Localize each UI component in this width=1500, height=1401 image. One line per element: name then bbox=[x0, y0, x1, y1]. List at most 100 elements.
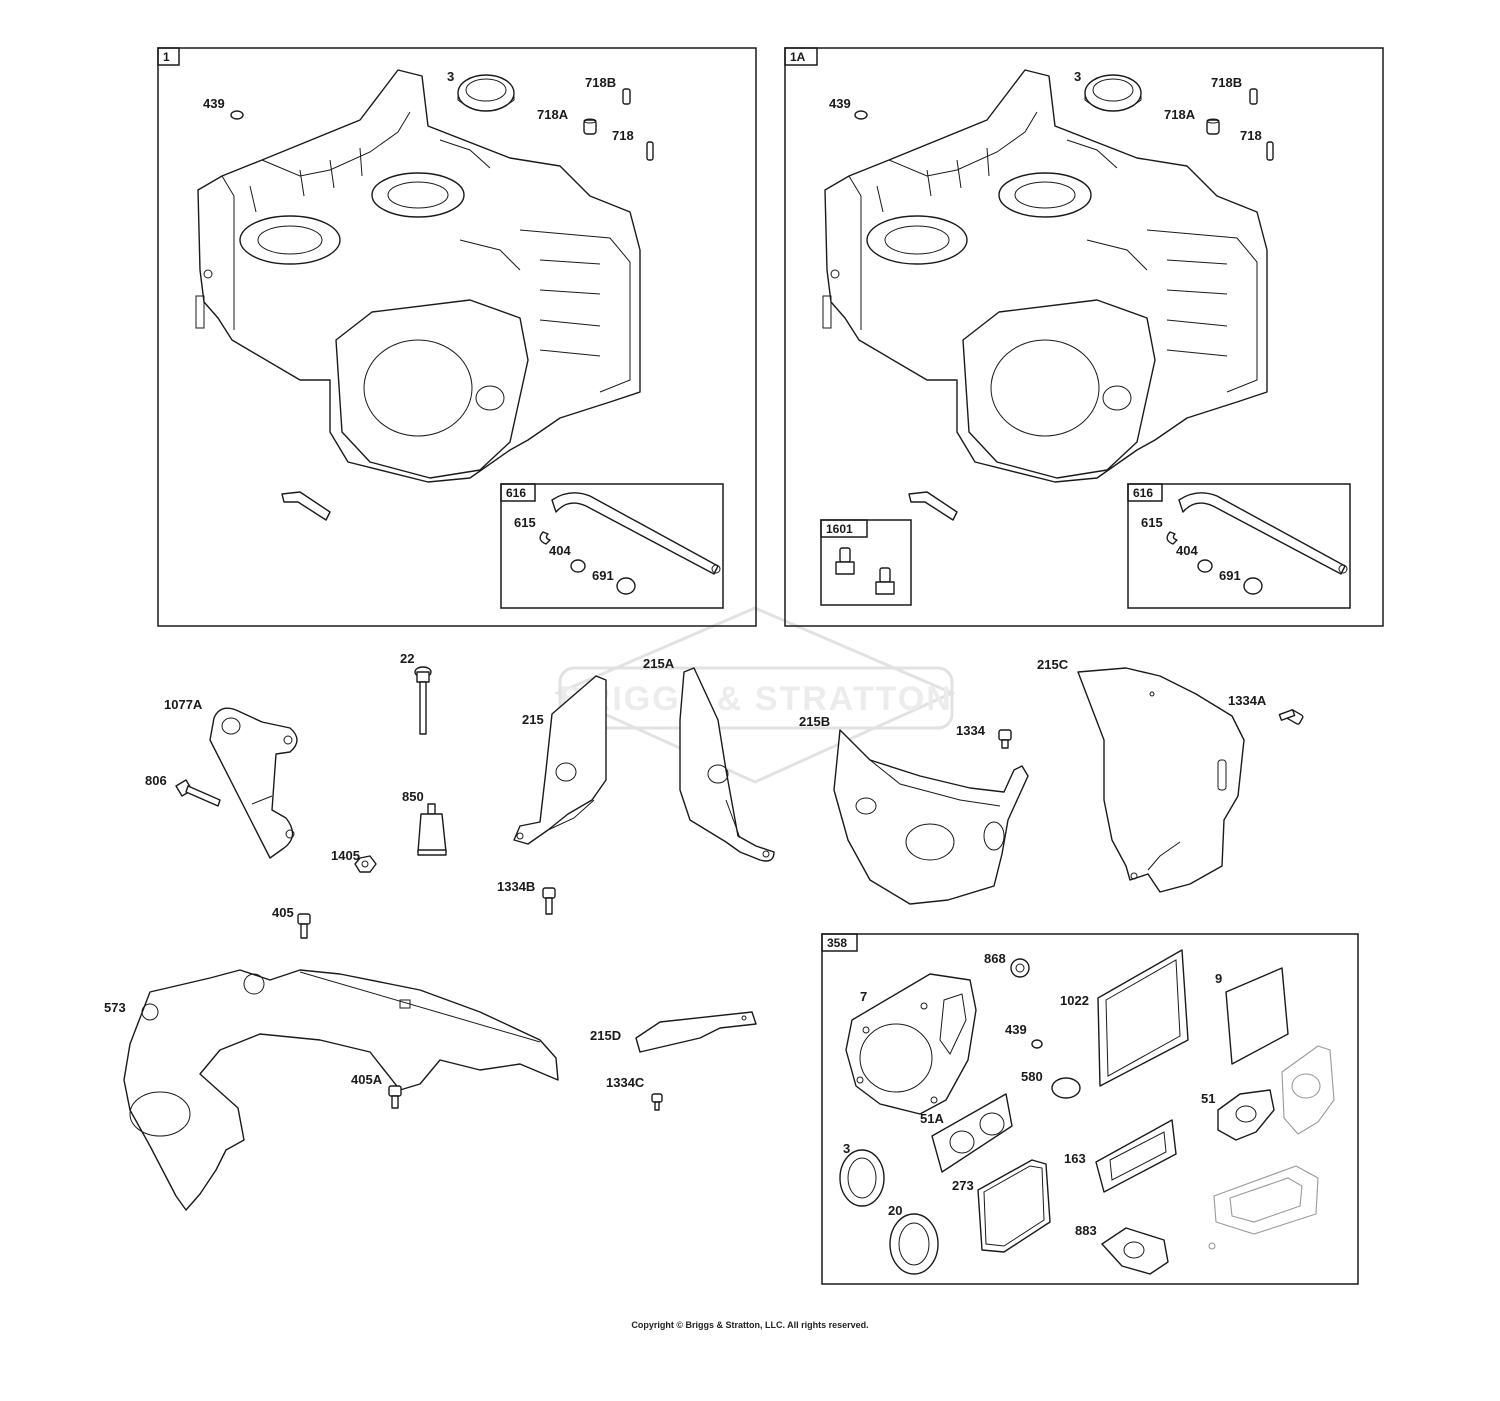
callout-573: 573 bbox=[104, 1000, 126, 1015]
group-1601-tag-box bbox=[820, 519, 868, 538]
callout-404: 404 bbox=[1176, 543, 1198, 558]
dowel-pin-718 bbox=[1266, 141, 1274, 161]
e-ring-615 bbox=[539, 531, 551, 545]
callout-1334b: 1334B bbox=[497, 879, 535, 894]
callout-405: 405 bbox=[272, 905, 294, 920]
group-1-tag-box bbox=[157, 47, 180, 66]
gasket-163 bbox=[1095, 1119, 1177, 1193]
callout-439: 439 bbox=[1005, 1022, 1027, 1037]
callout-51: 51 bbox=[1201, 1091, 1215, 1106]
callout-806: 806 bbox=[145, 773, 167, 788]
callout-691: 691 bbox=[592, 568, 614, 583]
callout-20: 20 bbox=[888, 1203, 902, 1218]
seal-691 bbox=[616, 577, 636, 595]
callout-1077a: 1077A bbox=[164, 697, 203, 712]
group-616-tag: 616 bbox=[1133, 486, 1153, 500]
callout-163: 163 bbox=[1064, 1151, 1086, 1166]
callout-718: 718 bbox=[1240, 128, 1262, 143]
o-ring-439 bbox=[854, 110, 868, 120]
callout-405a: 405A bbox=[351, 1072, 383, 1087]
callout-1334c: 1334C bbox=[606, 1075, 645, 1090]
e-ring-615 bbox=[1166, 531, 1178, 545]
callout-718b: 718B bbox=[1211, 75, 1242, 90]
callout-1334: 1334 bbox=[956, 723, 986, 738]
bolt-1334b bbox=[542, 887, 556, 915]
gasket-ghost-upper bbox=[1281, 1045, 1335, 1135]
bracket-1077a bbox=[209, 707, 298, 859]
seal-3-part bbox=[457, 74, 515, 112]
bracket-215d bbox=[635, 1011, 757, 1053]
group-1-cylinder-block: 1 bbox=[157, 47, 757, 627]
group-616-tag-box bbox=[500, 483, 536, 502]
cylinder-block-illustration bbox=[822, 69, 1268, 483]
callout-439: 439 bbox=[203, 96, 225, 111]
cylinder-head-gasket-7 bbox=[845, 973, 977, 1115]
cylinder-block-illustration bbox=[195, 69, 641, 483]
o-ring-580 bbox=[1051, 1077, 1081, 1099]
svg-text:BRIGGS & STRATTON: BRIGGS & STRATTON bbox=[559, 680, 953, 718]
callout-273: 273 bbox=[952, 1178, 974, 1193]
seal-691 bbox=[1243, 577, 1263, 595]
breather-fitting bbox=[908, 491, 958, 521]
bolt-806 bbox=[175, 779, 221, 807]
baffle-215 bbox=[513, 675, 607, 845]
callout-215c: 215C bbox=[1037, 657, 1069, 672]
callout-1334a: 1334A bbox=[1228, 693, 1267, 708]
gasket-9 bbox=[1225, 967, 1289, 1065]
o-ring-439 bbox=[1031, 1039, 1043, 1049]
gasket-ghost-lower bbox=[1208, 1165, 1319, 1250]
gasket-1022 bbox=[1097, 949, 1189, 1087]
callout-3: 3 bbox=[1074, 69, 1081, 84]
callout-22: 22 bbox=[400, 651, 414, 666]
gasket-883 bbox=[1101, 1227, 1169, 1275]
gasket-51 bbox=[1217, 1089, 1275, 1141]
gasket-51a bbox=[931, 1093, 1013, 1173]
shroud-215c bbox=[1077, 667, 1245, 893]
group-1a-cylinder-block: 1A bbox=[784, 47, 1384, 627]
gasket-273 bbox=[977, 1159, 1051, 1253]
o-ring-439 bbox=[230, 110, 244, 120]
dowel-pin-718b bbox=[1249, 88, 1258, 105]
copyright-notice: Copyright © Briggs & Stratton, LLC. All … bbox=[631, 1320, 869, 1330]
bolt-22 bbox=[414, 666, 432, 735]
group-358-tag-box bbox=[821, 933, 858, 952]
group-616-box bbox=[500, 483, 724, 609]
callout-215: 215 bbox=[522, 712, 544, 727]
briggs-stratton-watermark: BRIGGS & STRATTON bbox=[554, 606, 956, 784]
bolt-405 bbox=[297, 913, 311, 939]
group-616-tag: 616 bbox=[506, 486, 526, 500]
seal-868 bbox=[1010, 958, 1030, 978]
nut-1405 bbox=[354, 855, 377, 873]
governor-shaft-616 bbox=[1178, 492, 1348, 575]
callout-3: 3 bbox=[843, 1141, 850, 1156]
group-358-tag: 358 bbox=[827, 936, 847, 950]
callout-1022: 1022 bbox=[1060, 993, 1089, 1008]
dowel-pin-718 bbox=[646, 141, 654, 161]
washer-404 bbox=[1197, 559, 1213, 573]
group-616-box bbox=[1127, 483, 1351, 609]
callout-718a: 718A bbox=[1164, 107, 1196, 122]
dowel-718a-part bbox=[583, 118, 597, 135]
seal-3-part bbox=[1084, 74, 1142, 112]
callout-718a: 718A bbox=[537, 107, 569, 122]
callout-615: 615 bbox=[1141, 515, 1163, 530]
group-1a-tag: 1A bbox=[790, 50, 806, 64]
callout-868: 868 bbox=[984, 951, 1006, 966]
sealant-tube-850 bbox=[417, 803, 447, 856]
group-358-gasket-set: 358 7 868 439 1022 9 580 bbox=[821, 933, 1359, 1285]
callout-215d: 215D bbox=[590, 1028, 621, 1043]
callout-404: 404 bbox=[549, 543, 571, 558]
seal-20 bbox=[889, 1213, 939, 1275]
callout-1405: 1405 bbox=[331, 848, 360, 863]
group-616-tag-box bbox=[1127, 483, 1163, 502]
callout-439: 439 bbox=[829, 96, 851, 111]
dowel-718a-part bbox=[1206, 118, 1220, 135]
bolt-1601-b bbox=[875, 567, 895, 595]
bolt-1601-a bbox=[835, 547, 855, 575]
callout-850: 850 bbox=[402, 789, 424, 804]
callout-3: 3 bbox=[447, 69, 454, 84]
callout-9: 9 bbox=[1215, 971, 1222, 986]
group-1-tag: 1 bbox=[163, 50, 170, 64]
bolt-1334a bbox=[1278, 709, 1304, 725]
